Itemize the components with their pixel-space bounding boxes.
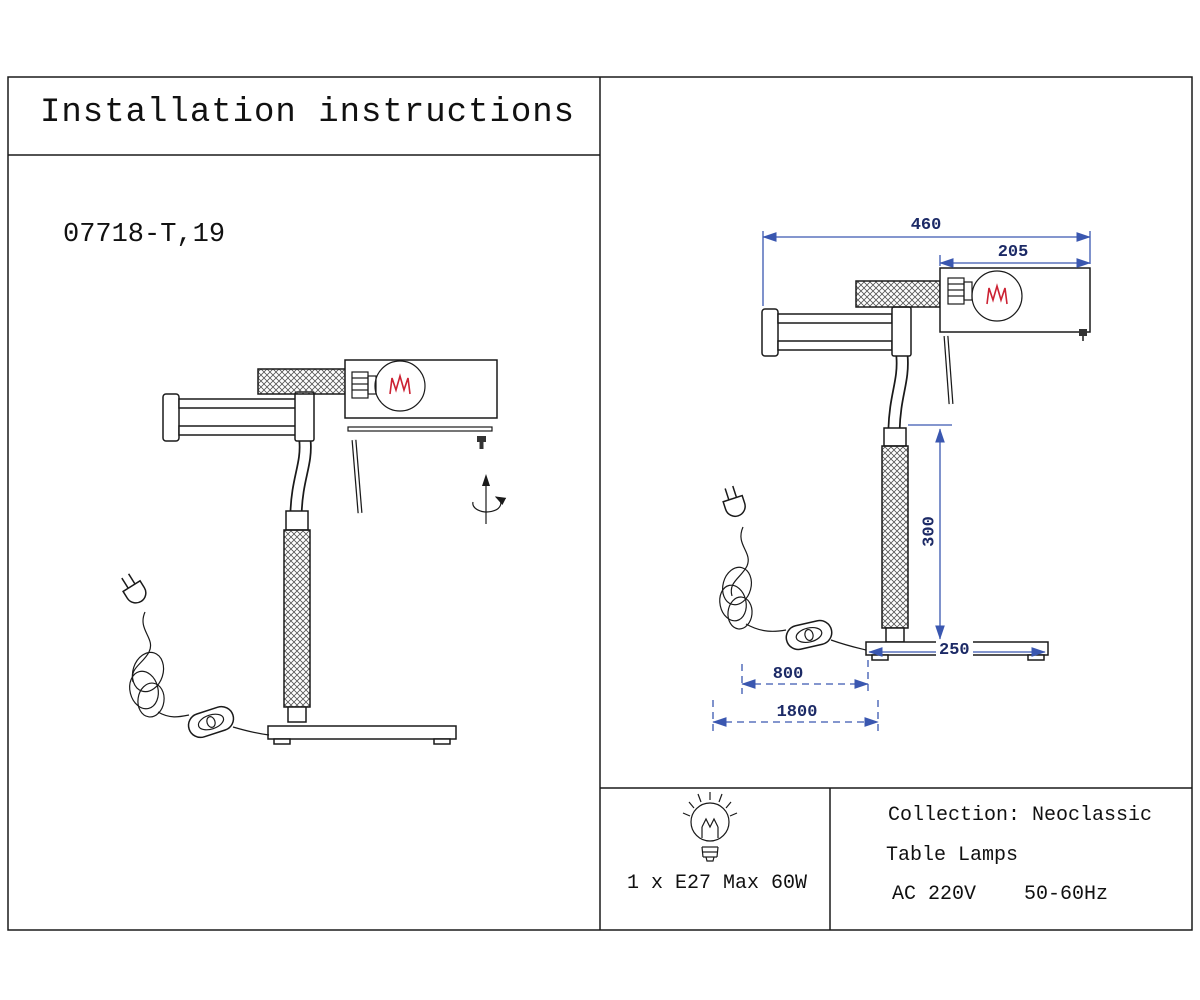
base-foot [1027, 654, 1045, 661]
arm-bar-upper [777, 313, 893, 324]
shade [344, 359, 498, 419]
inline-switch [785, 619, 833, 651]
cord-coil [131, 651, 165, 693]
arm-bar-upper [178, 398, 298, 409]
dim-250-label: 250 [936, 641, 973, 660]
base-foot [433, 738, 451, 745]
arm-bar-lower [178, 425, 298, 436]
inline-switch [187, 705, 235, 739]
arm-joint [891, 306, 912, 357]
column-bottom-collar [287, 706, 307, 723]
dim-300-label: 300 [920, 516, 940, 547]
screw-rotation-icon [472, 474, 507, 524]
arm-bracket [761, 308, 779, 357]
collection-line: Collection: Neoclassic [888, 804, 1153, 827]
dim-800-label: 800 [772, 665, 804, 684]
bulb-filament [986, 283, 1008, 305]
base-foot [871, 654, 889, 661]
dim-205-label: 205 [997, 243, 1029, 262]
thumb-screw [477, 436, 486, 442]
lamp-front-view [121, 359, 507, 745]
category-line: Table Lamps [886, 844, 1019, 867]
base [267, 725, 457, 740]
power-plug [722, 485, 746, 518]
lamp-dimension-view [719, 267, 1091, 661]
dim-460-label: 460 [910, 216, 942, 235]
thumb-screw [1079, 329, 1087, 336]
dim-800 [741, 660, 869, 694]
model-number: 07718-T,19 [63, 220, 226, 250]
dim-300 [908, 424, 952, 640]
braided-arm [855, 280, 941, 308]
base-foot [273, 738, 291, 745]
diffuser-panel [347, 426, 493, 432]
dim-1800-label: 1800 [776, 703, 818, 722]
panel-borders [7, 76, 1193, 931]
page-title: Installation instructions [40, 94, 576, 132]
bulb-filament [389, 373, 411, 395]
column-top-collar [883, 427, 907, 447]
arm-bracket [162, 393, 180, 442]
column-bottom-collar [885, 627, 905, 643]
power-plug [121, 573, 147, 604]
arm-bar-lower [777, 340, 893, 351]
arm-joint [294, 391, 315, 442]
braided-arm [257, 368, 347, 395]
bulb [374, 360, 426, 412]
dim-1800 [712, 700, 879, 732]
power-line: AC 220V 50-60Hz [892, 883, 1109, 906]
dim-205 [939, 255, 1091, 268]
bulb [971, 270, 1023, 322]
bulb-icon [682, 792, 738, 862]
cord-coil [722, 566, 752, 606]
bulb-spec: 1 x E27 Max 60W [626, 872, 808, 895]
column-top-collar [285, 510, 309, 531]
braided-column [283, 529, 311, 708]
braided-column [881, 445, 909, 629]
power-cord [730, 526, 749, 597]
